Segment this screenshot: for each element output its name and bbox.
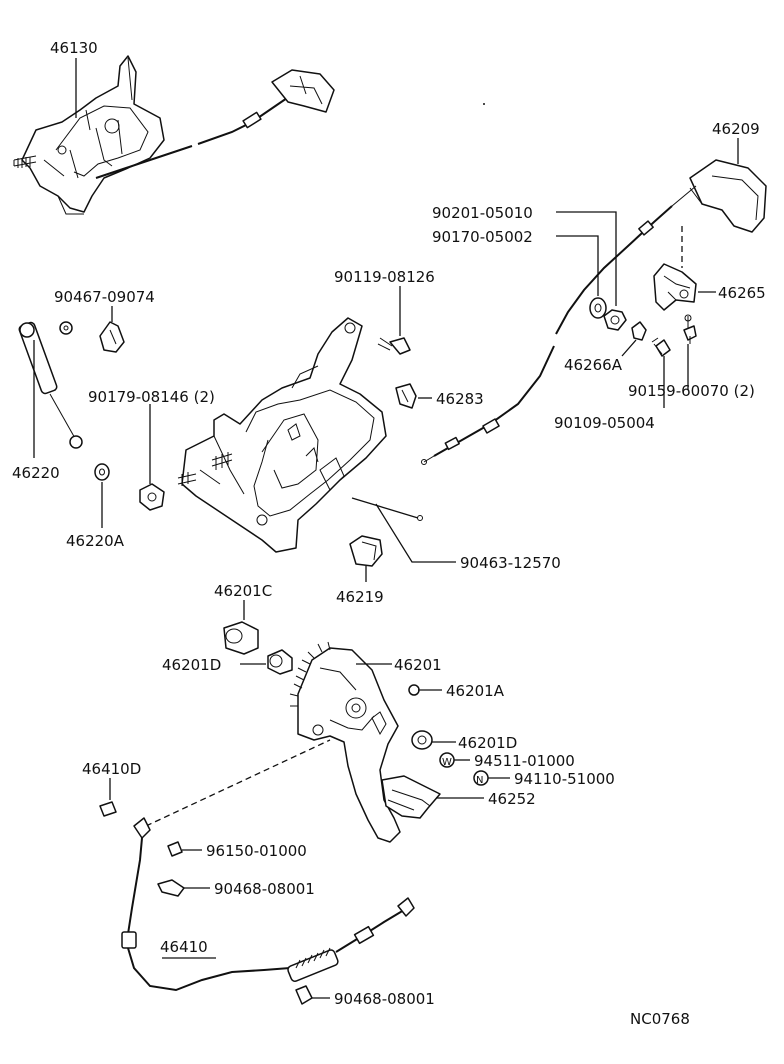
part-46410d-pin: 46410D bbox=[82, 760, 141, 817]
part-46201-pedal-arm: 46201 bbox=[289, 641, 442, 843]
part-90468-08001-clip-upper: 90468-08001 bbox=[157, 879, 315, 898]
label-96150-01000: 96150-01000 bbox=[206, 842, 307, 860]
part-90179-08146-nut: 90179-08146 (2) bbox=[88, 388, 215, 511]
label-46220: 46220 bbox=[12, 464, 60, 482]
label-46219: 46219 bbox=[336, 588, 384, 606]
label-46220a: 46220A bbox=[66, 532, 125, 550]
part-bracket-assembly bbox=[177, 317, 387, 553]
label-46201d-lower: 46201D bbox=[458, 734, 517, 752]
nut-marker-letter: N bbox=[476, 775, 483, 786]
stray-dot bbox=[483, 103, 485, 105]
label-46410: 46410 bbox=[160, 938, 208, 956]
label-46201a: 46201A bbox=[446, 682, 505, 700]
part-46410-cable: 46410 bbox=[121, 817, 415, 992]
part-46201c-bushing: 46201C bbox=[214, 582, 272, 655]
part-90201-05010-clip: 90201-05010 bbox=[432, 204, 627, 331]
part-46219-bumper: 46219 bbox=[336, 535, 384, 606]
label-46130: 46130 bbox=[50, 39, 98, 57]
part-90109-05004-screw: 90109-05004 bbox=[554, 337, 671, 432]
part-46252-pedal-pad: 46252 bbox=[381, 775, 536, 819]
part-46201d-bushing-lower: 46201D bbox=[411, 730, 517, 752]
label-90467-09074: 90467-09074 bbox=[54, 288, 155, 306]
label-90201-05010: 90201-05010 bbox=[432, 204, 533, 222]
label-90170-05002: 90170-05002 bbox=[432, 228, 533, 246]
label-90109-05004: 90109-05004 bbox=[554, 414, 655, 432]
label-46410d: 46410D bbox=[82, 760, 141, 778]
part-46283-clip: 46283 bbox=[395, 383, 484, 409]
part-46220a-grommet: 46220A bbox=[66, 463, 125, 550]
label-46209: 46209 bbox=[712, 120, 760, 138]
part-46266a-clip: 46266A bbox=[564, 321, 647, 374]
part-90468-08001-clip-lower: 90468-08001 bbox=[295, 985, 435, 1008]
label-46266a: 46266A bbox=[564, 356, 623, 374]
part-46201d-bushing-upper: 46201D bbox=[162, 649, 293, 675]
part-90159-60070-screw: 90159-60070 (2) bbox=[628, 314, 755, 400]
label-46201c: 46201C bbox=[214, 582, 272, 600]
label-46283: 46283 bbox=[436, 390, 484, 408]
label-94110-51000: 94110-51000 bbox=[514, 770, 615, 788]
label-90159-60070: 90159-60070 (2) bbox=[628, 382, 755, 400]
label-94511-01000: 94511-01000 bbox=[474, 752, 575, 770]
label-46265: 46265 bbox=[718, 284, 766, 302]
part-46130-pedal-assembly: 46130 bbox=[13, 39, 335, 215]
washer-marker-letter: W bbox=[442, 757, 452, 768]
part-94511-01000-washer: W 94511-01000 bbox=[439, 752, 575, 770]
label-46201: 46201 bbox=[394, 656, 442, 674]
alignment-line bbox=[145, 739, 331, 827]
part-90467-09074-clip: 90467-09074 bbox=[54, 288, 155, 353]
label-90119-08126: 90119-08126 bbox=[334, 268, 435, 286]
label-46252: 46252 bbox=[488, 790, 536, 808]
part-46265-bracket: 46265 bbox=[653, 226, 766, 311]
part-96150-01000-clip: 96150-01000 bbox=[167, 841, 307, 860]
part-90463-12570-tie: 90463-12570 bbox=[351, 497, 561, 572]
part-90119-08126-bolt: 90119-08126 bbox=[334, 268, 435, 355]
label-90179-08146: 90179-08146 (2) bbox=[88, 388, 215, 406]
part-94110-51000-nut: N 94110-51000 bbox=[473, 770, 615, 788]
part-90170-05002-grommet: 90170-05002 bbox=[432, 228, 607, 319]
label-46201d-upper: 46201D bbox=[162, 656, 221, 674]
part-46220-gas-strut: 46220 bbox=[12, 321, 83, 482]
label-90468-08001-lower: 90468-08001 bbox=[334, 990, 435, 1008]
diagram-id: NC0768 bbox=[630, 1010, 690, 1028]
part-46209-release-handle: 46209 bbox=[555, 120, 767, 335]
label-90463-12570: 90463-12570 bbox=[460, 554, 561, 572]
label-90468-08001-upper: 90468-08001 bbox=[214, 880, 315, 898]
part-46201a-bolt: 46201A bbox=[408, 682, 505, 700]
